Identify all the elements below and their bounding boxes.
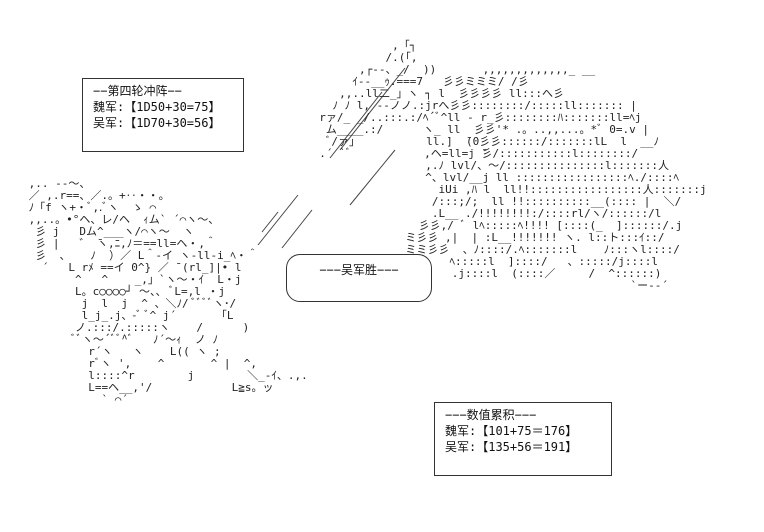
speed-line <box>329 91 383 159</box>
speed-line <box>257 194 299 246</box>
wu-roll-line: 吴军:【1D70+30=56】 <box>93 116 221 130</box>
totals-box: −−−数值累积−−− 魏军:【101+75＝176】 吴军:【135+56＝19… <box>434 402 612 476</box>
attack-roll-box: −−第四轮冲阵−− 魏军:【1D50+30=75】 吴军:【1D70+30=56… <box>82 78 244 152</box>
speed-line <box>261 211 279 233</box>
result-bubble: −−−吴军胜−−− <box>286 254 432 302</box>
wu-total-line: 吴军:【135+56＝191】 <box>445 440 578 454</box>
ascii-art-right-general: ,「┐ /.(「, ,┌-‐、_/ )) ,,,,,,,,,,,,,_ __ ｲ… <box>319 39 707 292</box>
speed-line <box>281 209 313 249</box>
wei-roll-line: 魏军:【1D50+30=75】 <box>93 100 221 114</box>
wei-total-line: 魏军:【101+75＝176】 <box>445 424 578 438</box>
speed-line <box>339 67 406 151</box>
ascii-art-left-general: ,.. -‐〜、 ／ ,.r==、／.。+‥・・。 ﾉ「f ヽ+・ﾞ,.ﾞヽ ゝ… <box>28 177 308 406</box>
attack-roll-title: −−第四轮冲阵−− <box>93 84 182 98</box>
result-text: −−−吴军胜−−− <box>319 263 399 277</box>
speed-line <box>349 149 396 206</box>
totals-title: −−−数值累积−−− <box>445 408 537 422</box>
